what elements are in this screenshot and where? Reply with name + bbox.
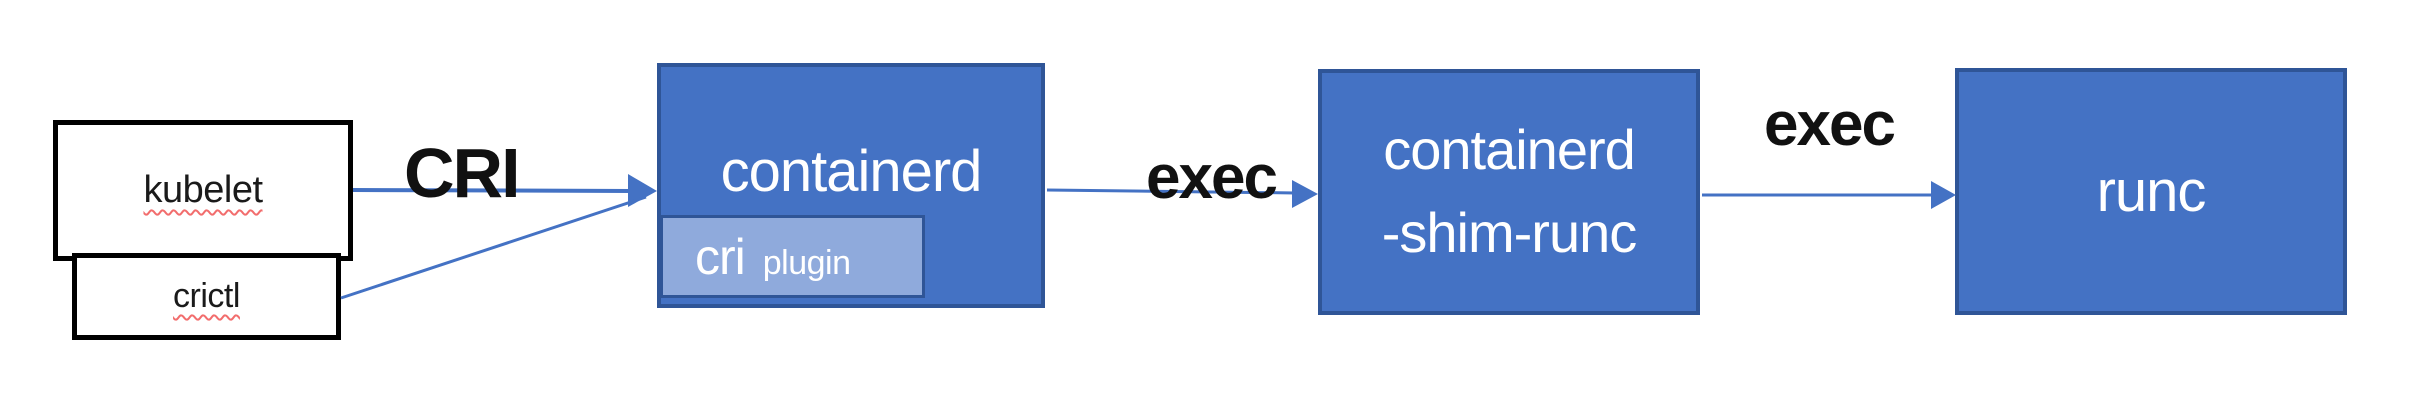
containerd-shim-runc-box: containerd -shim-runc bbox=[1318, 69, 1700, 315]
kubelet-label: kubelet bbox=[143, 169, 263, 211]
shim-label-line2: -shim-runc bbox=[1381, 201, 1637, 264]
exec-edge-label-1: exec bbox=[1146, 143, 1278, 212]
cri-edge-label: CRI bbox=[404, 134, 521, 212]
cri-plugin-label-secondary: plugin bbox=[762, 244, 851, 282]
arrowhead-exec-1 bbox=[1292, 180, 1318, 208]
arrowhead-exec-2 bbox=[1931, 181, 1956, 209]
cri-plugin-label-primary: cri bbox=[695, 229, 746, 285]
arrow-crictl-to-containerd bbox=[340, 195, 647, 300]
shim-label-line1: containerd bbox=[1383, 118, 1636, 182]
containerd-label: containerd bbox=[720, 139, 983, 204]
runc-box: runc bbox=[1955, 68, 2347, 315]
runc-label: runc bbox=[2096, 159, 2207, 224]
arrowhead-cri bbox=[628, 174, 657, 207]
exec-edge-label-2: exec bbox=[1764, 90, 1896, 159]
crictl-box: crictl bbox=[72, 253, 341, 340]
crictl-label: crictl bbox=[173, 277, 240, 315]
cri-plugin-box: cri plugin bbox=[660, 215, 925, 298]
kubelet-box: kubelet bbox=[53, 120, 353, 261]
